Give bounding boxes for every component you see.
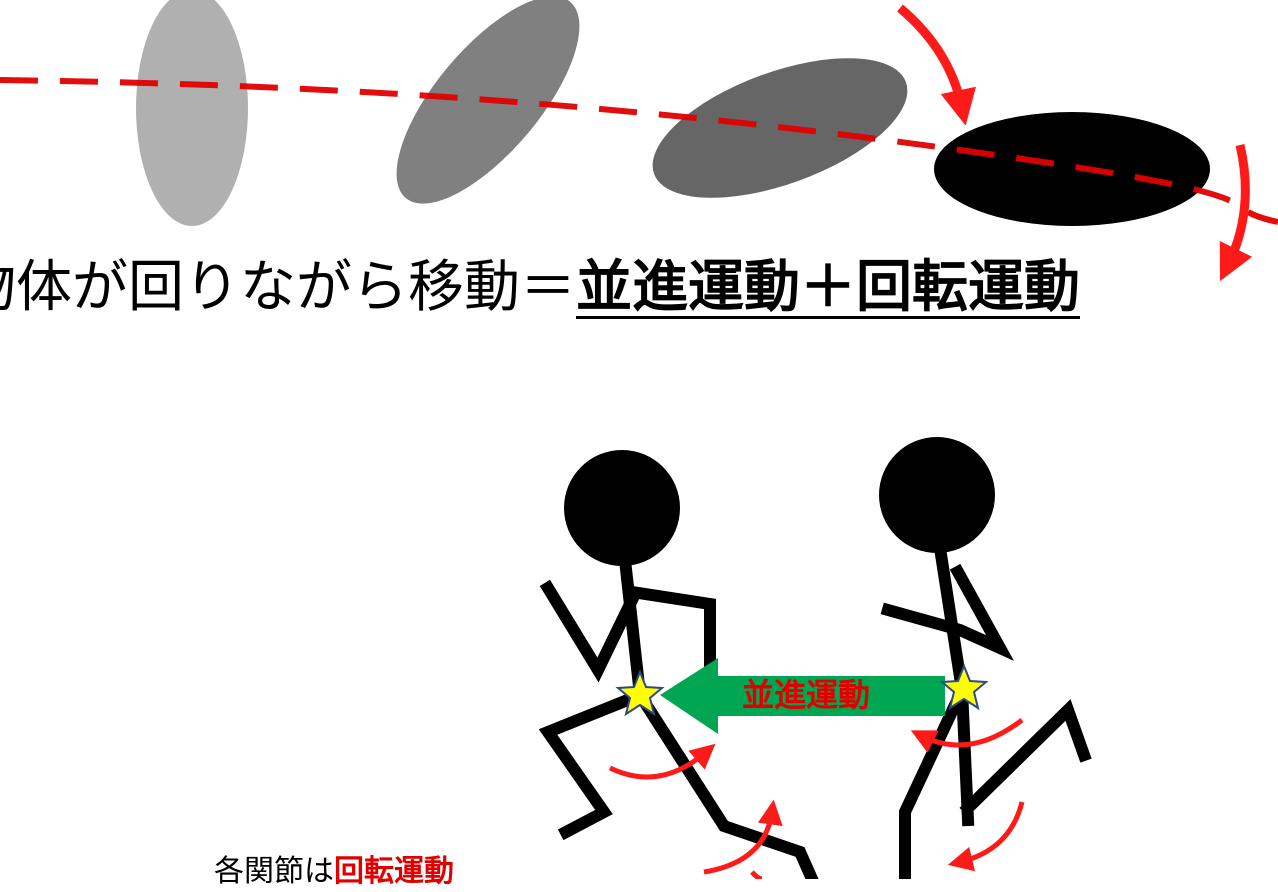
runner-figure-left: [538, 450, 820, 887]
translation-arrow-label: 並進運動: [742, 676, 870, 714]
joint-note: 各関節は回転運動: [214, 852, 454, 892]
caption-plus: ＋: [800, 255, 856, 320]
caption-prefix: 物体が回りながら移動＝: [0, 255, 576, 320]
rotation-arrow-icon: [910, 718, 1024, 753]
caption-translation: 並進運動: [576, 255, 800, 320]
motion-caption: 物体が回りながら移動＝並進運動＋回転運動: [0, 248, 1200, 328]
rotation-arrow-icon: [608, 743, 716, 780]
rotation-arrow-icon: [1219, 143, 1253, 282]
ellipse-stage-2: [396, 0, 580, 204]
joint-star-icon: [615, 669, 665, 717]
ellipse-stage-4: [934, 112, 1210, 226]
caption-rotation: 回転運動: [856, 255, 1080, 320]
trajectory-dashed-line: [0, 77, 1278, 225]
ellipse-stage-1: [136, 0, 248, 226]
joint-star-icon: [939, 663, 989, 711]
note-emphasis: 回転運動: [334, 854, 454, 889]
rotation-arrow-icon: [897, 4, 976, 126]
rotation-arrow-icon: [750, 870, 763, 882]
rotation-arrow-icon: [947, 801, 1025, 872]
note-prefix: 各関節は: [214, 854, 334, 889]
runner-figure-right: [879, 437, 1092, 885]
rotation-arrow-icon: [703, 799, 783, 875]
translation-arrow-icon: [660, 658, 945, 734]
